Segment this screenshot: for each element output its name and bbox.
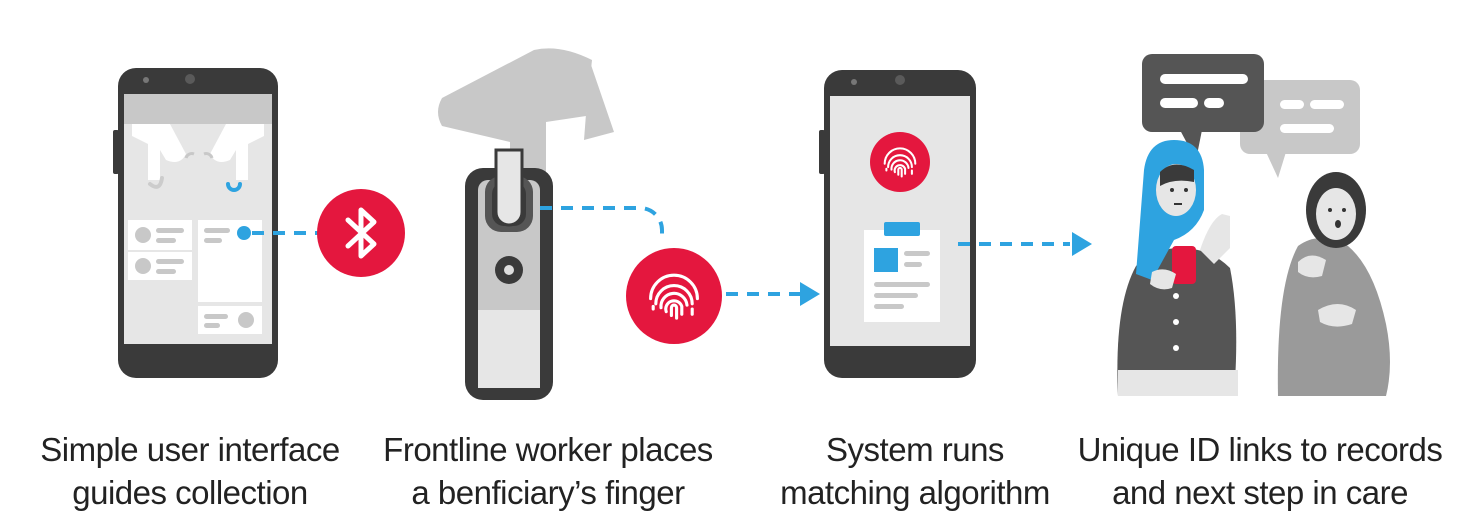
process-illustration [113, 48, 1390, 400]
step-caption-2: Frontline worker places a benficiary’s f… [378, 428, 718, 514]
fingerprint-icon [870, 132, 930, 192]
fingerprint-scanner-icon [438, 48, 614, 400]
step-caption-line: a benficiary’s finger [411, 474, 685, 511]
people-conversation-icon [1117, 54, 1390, 396]
step-caption-line: and next step in care [1112, 474, 1408, 511]
dashed-connector-2 [540, 206, 664, 240]
step-caption-line: Frontline worker places [383, 431, 713, 468]
smartphone-matching-icon [819, 70, 976, 378]
step-caption-3: System runs matching algorithm [770, 428, 1060, 514]
step-caption-line: matching algorithm [780, 474, 1050, 511]
step-caption-line: System runs [826, 431, 1004, 468]
arrow-right-icon [800, 282, 820, 306]
step-caption-line: Simple user interface [40, 431, 340, 468]
arrow-right-icon [1072, 232, 1092, 256]
step-caption-4: Unique ID links to records and next step… [1075, 428, 1445, 514]
bluetooth-icon [317, 189, 405, 277]
phone-icon [1172, 246, 1196, 284]
step-caption-line: guides collection [72, 474, 308, 511]
smartphone-ui-icon [113, 68, 278, 378]
step-caption-1: Simple user interface guides collection [25, 428, 355, 514]
speech-bubble-icon [1240, 80, 1360, 178]
fingerprint-icon [626, 248, 722, 344]
step-caption-line: Unique ID links to records [1077, 431, 1443, 468]
